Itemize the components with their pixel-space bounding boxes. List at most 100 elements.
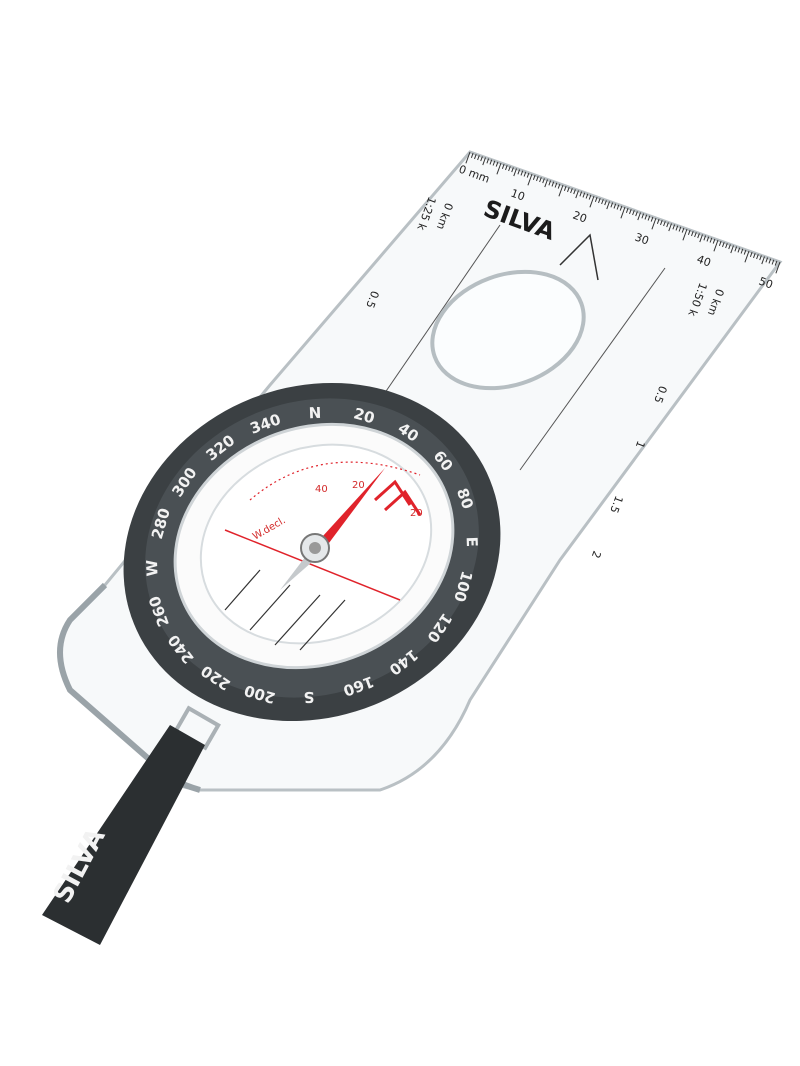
ruler-tick [542,178,545,184]
declination-line [224,529,401,601]
ruler-tick [694,232,697,238]
ruler-tick [749,251,753,257]
ruler-tick [610,202,614,208]
ruler-tick [706,236,710,242]
bezel-label: 20 [352,404,377,427]
ruler-tick [632,210,635,216]
ruler-tick [687,229,691,235]
ruler-tick [520,170,524,176]
ruler-tick [728,244,731,250]
ruler-tick [539,177,542,183]
ruler-tick [523,171,527,177]
ruler-tick [675,225,679,231]
ruler-tick [625,207,629,213]
ruler-tick [585,193,589,199]
chevrons [373,479,422,516]
ruler-tick [526,172,530,178]
ruler-tick [635,211,638,217]
ruler-ticks [465,151,781,274]
right-scale-mark: 0.5 [651,384,669,405]
ruler-tick [544,179,548,188]
ruler-tick [647,215,651,221]
ruler-tick [589,195,595,208]
ruler-tick [637,212,641,221]
ruler-tick [513,168,517,177]
ruler-tick [768,258,772,264]
ruler-tick [759,255,762,261]
ruler-tick [532,174,536,180]
ruler-tick [722,242,725,248]
ruler-tick [554,182,558,188]
ruler-tick [666,222,669,228]
ruler-tick [598,198,601,204]
ruler-tick [477,155,480,161]
ruler-tick [470,152,474,158]
ruler-tick [678,226,682,232]
declination-mark-20: 20 [352,480,365,491]
ruler-tick [501,163,505,169]
ruler-tick [496,162,502,175]
bezel-label: S [303,688,314,706]
ruler-tick [573,189,576,195]
ruler-tick [691,231,694,237]
ruler-tick [740,248,744,254]
declination-mark-20b: 20 [410,508,423,519]
ruler-tick [557,183,561,189]
ruler-tick [651,217,657,230]
ruler-tick [650,216,654,222]
ruler-tick [775,261,781,274]
declination-arc [249,461,421,501]
ruler-tick [718,240,722,246]
right-scale-mark: 1 [633,439,648,450]
ruler-mm-tick-label: 30 [633,231,651,248]
ruler-tick [558,184,564,197]
ruler-tick [517,169,521,175]
ruler-tick [765,257,769,263]
right-scale-mark: 2 [589,549,604,560]
ruler-tick [734,246,738,252]
ruler-tick [744,250,750,263]
ruler-tick [699,234,703,243]
lanyard-strap [42,725,205,945]
ruler-tick [579,191,583,197]
ruler-tick [606,201,610,210]
ruler-tick [629,209,632,215]
ruler-tick [713,239,719,252]
ruler-tick [505,165,508,171]
ruler-tick [536,176,539,182]
ruler-tick [697,233,700,239]
ruler-tick [527,173,533,186]
ruler-tick [725,243,728,249]
ruler-tick [756,254,759,260]
ruler-tick [743,249,747,255]
ruler-tick [668,223,672,232]
ruler-tick [774,260,778,266]
ruler-tick [588,194,592,200]
bezel-label: E [463,536,481,547]
ruler-tick [486,158,490,164]
ruler-tick [582,192,586,198]
right-scale-mark: 1.5 [607,494,625,515]
left-scale-mark: 0.5 [363,289,381,310]
ruler-tick [511,167,514,173]
ruler-tick [489,159,493,165]
ruler-mm-tick-label: 10 [509,187,527,204]
ruler-tick [465,151,471,164]
bezel-label: N [308,404,321,422]
ruler-tick [482,157,486,166]
ruler-tick [570,188,573,194]
compass-needle-north [312,468,385,555]
ruler-tick [492,160,496,166]
ruler-tick [594,196,598,202]
declination-mark-40: 40 [315,484,328,495]
bezel-label: W [143,559,162,577]
ruler-tick [712,238,716,244]
ruler-tick [619,205,623,211]
direction-arrow [559,233,599,281]
ruler-mm-tick-label: 40 [695,253,713,270]
ruler-tick [548,180,552,186]
ruler-tick [480,156,483,162]
ruler-tick [567,187,570,193]
ruler-tick [508,166,511,172]
